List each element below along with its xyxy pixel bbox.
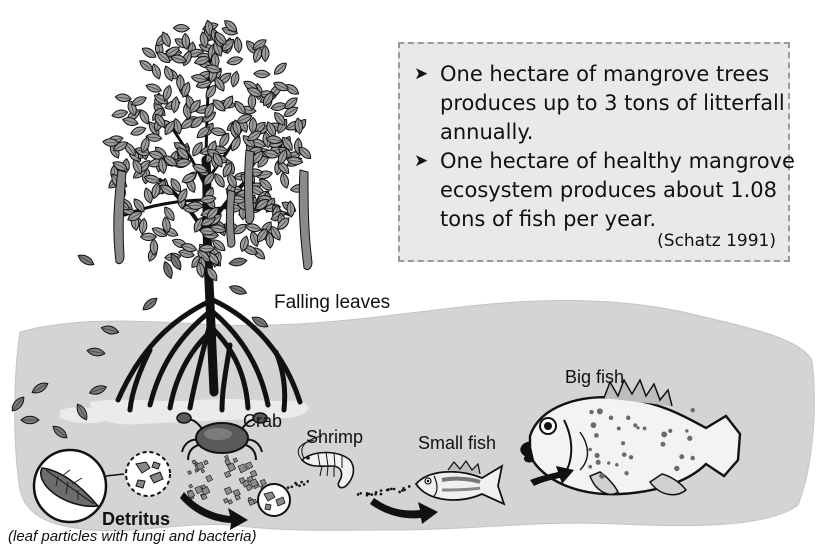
trail-dot — [390, 488, 393, 491]
detritus-note: (leaf particles with fungi and bacteria) — [8, 528, 256, 545]
big-fish-spot — [596, 460, 601, 465]
big-fish-spot — [679, 454, 684, 459]
trail-dot — [387, 488, 390, 491]
trail-dot — [291, 485, 294, 488]
propagule — [245, 150, 255, 224]
trail-dot — [393, 488, 396, 491]
propagule — [299, 170, 312, 270]
big-fish-spot — [691, 408, 695, 412]
big-fish-spot — [661, 431, 667, 437]
big-fish-spot — [685, 429, 688, 432]
trail-dot — [357, 493, 360, 496]
trail-dot — [398, 491, 401, 494]
trail-dot — [306, 480, 309, 483]
big-fish-spot — [588, 465, 592, 469]
big-fish-spot — [617, 426, 621, 430]
propagule — [227, 190, 236, 247]
big-fish-spot — [589, 410, 593, 414]
big-fish-spot — [674, 466, 679, 471]
trail-dot — [408, 485, 411, 488]
small-fish-label: Small fish — [418, 433, 496, 454]
trail-dot — [295, 483, 298, 486]
big-fish-spot — [690, 456, 694, 460]
big-fish-spot — [622, 452, 627, 457]
trail-dot — [375, 491, 378, 494]
big-fish-spot — [599, 473, 605, 479]
fact-item: ➤ One hectare of mangrove trees produces… — [414, 60, 800, 147]
detritus-label: Detritus — [102, 509, 170, 530]
trail-dot — [287, 486, 290, 489]
crab-label: Crab — [243, 411, 282, 432]
big-fish-spot — [594, 433, 599, 438]
big-fish-spot — [687, 436, 692, 441]
trail-dot — [380, 489, 383, 492]
trail-dot — [300, 481, 303, 484]
trail-dot — [359, 492, 362, 495]
trail-dot — [368, 493, 371, 496]
big-fish-spot — [588, 448, 592, 452]
fact-text: One hectare of mangrove trees produces u… — [440, 62, 785, 144]
arrowhead-bullet-icon: ➤ — [414, 147, 428, 176]
facts-list: ➤ One hectare of mangrove trees produces… — [414, 60, 800, 234]
big-fish-spot — [597, 408, 603, 414]
trail-dot — [380, 493, 383, 496]
trail-dot — [298, 484, 301, 487]
big-fish-spot — [643, 426, 647, 430]
trail-dot — [371, 493, 374, 496]
trail-dot — [402, 487, 405, 490]
big-fish-spot — [626, 416, 630, 420]
big-fish-spot — [633, 423, 637, 427]
big-fish-spot — [624, 471, 628, 475]
big-fish-spot — [668, 429, 672, 433]
big-fish-spot — [660, 442, 665, 447]
facts-box: ➤ One hectare of mangrove trees produces… — [398, 42, 790, 262]
fact-text: One hectare of healthy mangrove ecosyste… — [440, 149, 795, 231]
falling-leaves-label: Falling leaves — [274, 292, 390, 314]
shrimp-label: Shrimp — [306, 427, 363, 448]
particle-circle — [258, 484, 290, 516]
big-fish-spot — [615, 463, 619, 467]
fact-item: ➤ One hectare of healthy mangrove ecosys… — [414, 147, 800, 234]
arrowhead-bullet-icon: ➤ — [414, 60, 428, 89]
big-fish-spot — [594, 453, 599, 458]
big-fish-spot — [607, 461, 610, 464]
trail-dot — [303, 483, 306, 486]
big-fish-spot — [629, 455, 633, 459]
big-fish-spot — [636, 426, 639, 429]
citation: (Schatz 1991) — [657, 231, 776, 251]
big-fish-label: Big fish — [565, 367, 624, 388]
big-fish-spot — [621, 441, 625, 445]
big-fish-spot — [591, 422, 597, 428]
big-fish-spot — [609, 416, 614, 421]
